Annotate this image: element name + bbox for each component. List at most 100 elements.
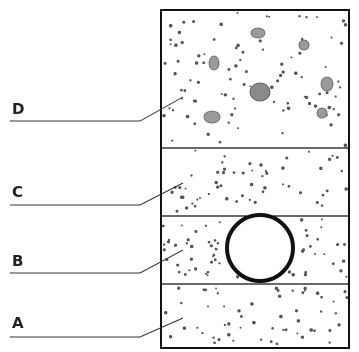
texture-dot bbox=[248, 162, 252, 166]
texture-dot bbox=[276, 79, 280, 83]
layer-b bbox=[161, 213, 348, 283]
texture-dot bbox=[298, 51, 302, 55]
texture-dot bbox=[183, 272, 187, 276]
texture-dot bbox=[227, 322, 231, 326]
texture-dot bbox=[215, 287, 217, 290]
texture-dot bbox=[190, 174, 193, 177]
texture-dot bbox=[178, 186, 182, 190]
texture-dot bbox=[341, 259, 346, 263]
texture-dot bbox=[237, 309, 241, 313]
texture-dot bbox=[340, 169, 344, 173]
texture-dot bbox=[223, 305, 226, 308]
texture-dot bbox=[232, 97, 235, 101]
texture-dot bbox=[304, 229, 308, 232]
texture-dot bbox=[298, 14, 301, 18]
circular-opening bbox=[225, 213, 295, 283]
texture-dot bbox=[183, 89, 187, 92]
texture-dot bbox=[203, 53, 206, 56]
texture-dot bbox=[339, 41, 344, 45]
texture-dot bbox=[185, 114, 190, 119]
aggregate-stone bbox=[249, 82, 271, 102]
leader-line-a bbox=[10, 317, 184, 338]
texture-dot bbox=[214, 247, 218, 251]
texture-dot bbox=[206, 274, 209, 277]
texture-dot bbox=[284, 328, 288, 332]
texture-dot bbox=[184, 206, 189, 210]
texture-dot bbox=[303, 273, 307, 277]
texture-dot bbox=[222, 167, 227, 171]
texture-dot bbox=[309, 328, 313, 332]
texture-dot bbox=[323, 253, 326, 256]
texture-dot bbox=[173, 243, 178, 247]
texture-dot bbox=[185, 242, 189, 245]
texture-dot bbox=[331, 154, 334, 157]
texture-dot bbox=[241, 171, 245, 175]
texture-dot bbox=[300, 75, 303, 79]
texture-dot bbox=[327, 105, 332, 110]
texture-dot bbox=[250, 302, 254, 306]
texture-dot bbox=[235, 275, 240, 279]
texture-dot bbox=[175, 209, 179, 213]
texture-dot bbox=[230, 113, 234, 117]
texture-dot bbox=[279, 314, 283, 319]
texture-dot bbox=[294, 71, 298, 75]
texture-dot bbox=[193, 122, 197, 126]
texture-dot bbox=[210, 260, 214, 264]
texture-dot bbox=[189, 244, 194, 249]
texture-dot bbox=[227, 67, 231, 71]
aggregate-stone bbox=[250, 27, 266, 39]
texture-dot bbox=[264, 169, 268, 173]
aggregate-stone bbox=[316, 107, 328, 119]
texture-dot bbox=[285, 156, 289, 160]
texture-dot bbox=[239, 58, 242, 62]
texture-dot bbox=[343, 242, 346, 246]
texture-dot bbox=[329, 123, 333, 127]
texture-dot bbox=[305, 234, 309, 238]
texture-dot bbox=[161, 224, 165, 228]
texture-dot bbox=[180, 301, 183, 305]
texture-dot bbox=[343, 143, 348, 148]
texture-dot bbox=[204, 224, 208, 227]
texture-dot bbox=[221, 161, 224, 164]
texture-dot bbox=[177, 286, 181, 290]
texture-dot bbox=[259, 163, 263, 167]
texture-dot bbox=[280, 62, 284, 66]
texture-dot bbox=[344, 187, 348, 191]
texture-dot bbox=[320, 204, 324, 207]
texture-dot bbox=[171, 139, 174, 142]
texture-dot bbox=[305, 16, 308, 19]
texture-dot bbox=[337, 80, 340, 83]
texture-dot bbox=[334, 95, 337, 98]
texture-dot bbox=[335, 155, 339, 159]
aggregate-stone bbox=[298, 39, 310, 51]
texture-dot bbox=[321, 193, 325, 197]
texture-dot bbox=[189, 79, 192, 82]
texture-dot bbox=[180, 41, 184, 45]
texture-dot bbox=[168, 23, 173, 28]
texture-dot bbox=[204, 288, 208, 292]
label-b-group: B bbox=[10, 249, 184, 274]
texture-dot bbox=[198, 196, 202, 200]
texture-dot bbox=[166, 240, 171, 244]
texture-dot bbox=[233, 107, 237, 110]
texture-dot bbox=[303, 95, 306, 98]
texture-dot bbox=[275, 342, 279, 346]
texture-dot bbox=[332, 108, 336, 111]
texture-dot bbox=[307, 101, 312, 106]
layer-b-dots bbox=[161, 218, 348, 279]
texture-dot bbox=[318, 92, 322, 96]
texture-dot bbox=[219, 22, 223, 27]
texture-dot bbox=[169, 43, 172, 46]
texture-dot bbox=[221, 171, 226, 175]
aggregate-stone bbox=[203, 110, 221, 124]
texture-dot bbox=[206, 305, 210, 308]
texture-dot bbox=[260, 338, 263, 341]
section-outline bbox=[160, 9, 350, 349]
texture-dot bbox=[309, 245, 312, 248]
texture-dot bbox=[294, 309, 299, 313]
texture-dot bbox=[253, 200, 257, 204]
texture-dot bbox=[303, 289, 306, 292]
label-d-group: D bbox=[10, 96, 184, 122]
texture-dot bbox=[270, 85, 274, 90]
texture-dot bbox=[282, 328, 285, 332]
